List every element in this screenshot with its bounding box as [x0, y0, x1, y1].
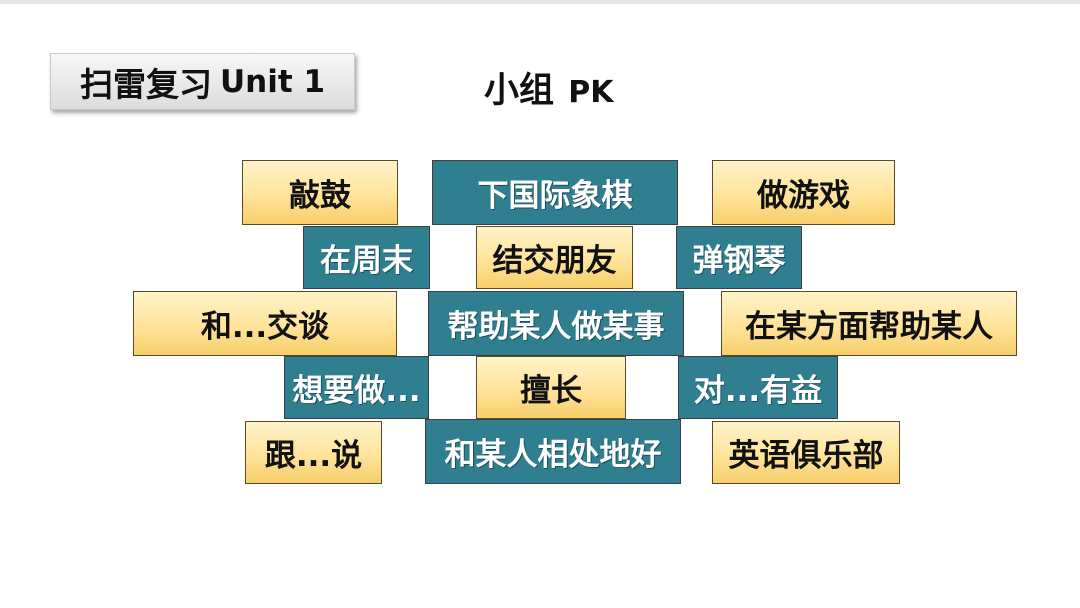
tile-want-to-do[interactable]: 想要做...	[284, 356, 429, 419]
unit-label: Unit 1	[219, 63, 326, 100]
tile-english-club[interactable]: 英语俱乐部	[712, 421, 900, 484]
group-pk-title: 小组 PK	[484, 62, 614, 111]
top-divider	[0, 0, 1080, 4]
tile-help-sb-with-sth[interactable]: 在某方面帮助某人	[721, 291, 1017, 356]
tile-play-piano[interactable]: 弹钢琴	[676, 226, 802, 289]
slide-title: 扫雷复习	[79, 64, 212, 104]
tile-drum[interactable]: 敲鼓	[242, 160, 398, 225]
tile-talk-with[interactable]: 和...交谈	[133, 291, 397, 356]
pk-label: PK	[568, 75, 614, 110]
tile-talk-to[interactable]: 跟...说	[245, 421, 382, 484]
tile-on-weekends[interactable]: 在周末	[303, 226, 430, 289]
slide-title-box: 扫雷复习 Unit 1	[50, 53, 355, 110]
tile-be-good-at[interactable]: 擅长	[476, 356, 626, 419]
tile-get-along-with[interactable]: 和某人相处地好	[425, 419, 681, 484]
tile-help-sb-do-sth[interactable]: 帮助某人做某事	[428, 291, 684, 356]
tile-make-friends[interactable]: 结交朋友	[476, 226, 633, 289]
tile-be-good-for[interactable]: 对...有益	[678, 356, 838, 419]
group-label: 小组	[484, 71, 555, 111]
tile-play-chess[interactable]: 下国际象棋	[432, 160, 678, 225]
tile-play-games[interactable]: 做游戏	[712, 160, 895, 225]
